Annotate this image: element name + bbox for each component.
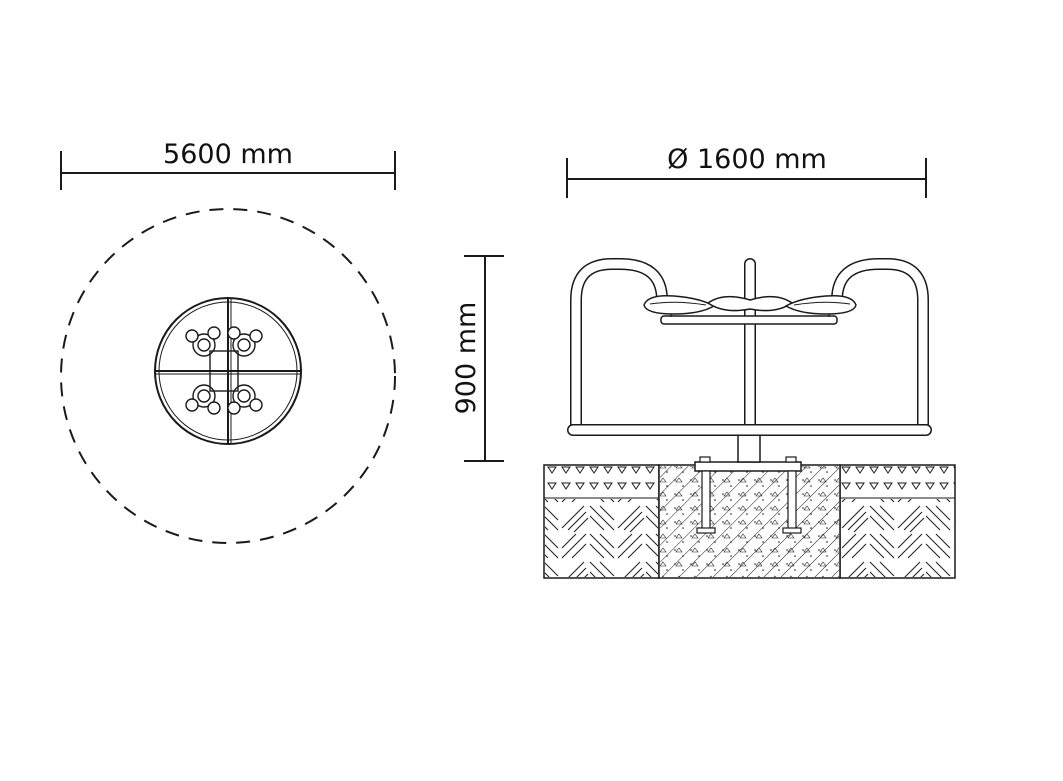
diameter-dimension: Ø 1600 mm [566,144,927,198]
safety-zone-circle [60,208,396,544]
height-dimension: 900 mm [451,255,504,462]
height-label: 900 mm [451,302,482,415]
plan-width-label: 5600 mm [163,139,293,170]
diameter-label: Ø 1600 mm [667,144,827,175]
plan-width-dimension: 5600 mm [60,139,396,190]
seat-group [185,326,263,415]
ground-section [543,464,956,579]
anchor-base [694,433,802,534]
elevation-view: Ø 1600 mm 900 mm [451,144,956,579]
carousel-frame [567,258,932,436]
carousel-top-view [154,297,302,445]
plan-view: 5600 mm [60,139,396,544]
elevation-seats [643,294,857,317]
